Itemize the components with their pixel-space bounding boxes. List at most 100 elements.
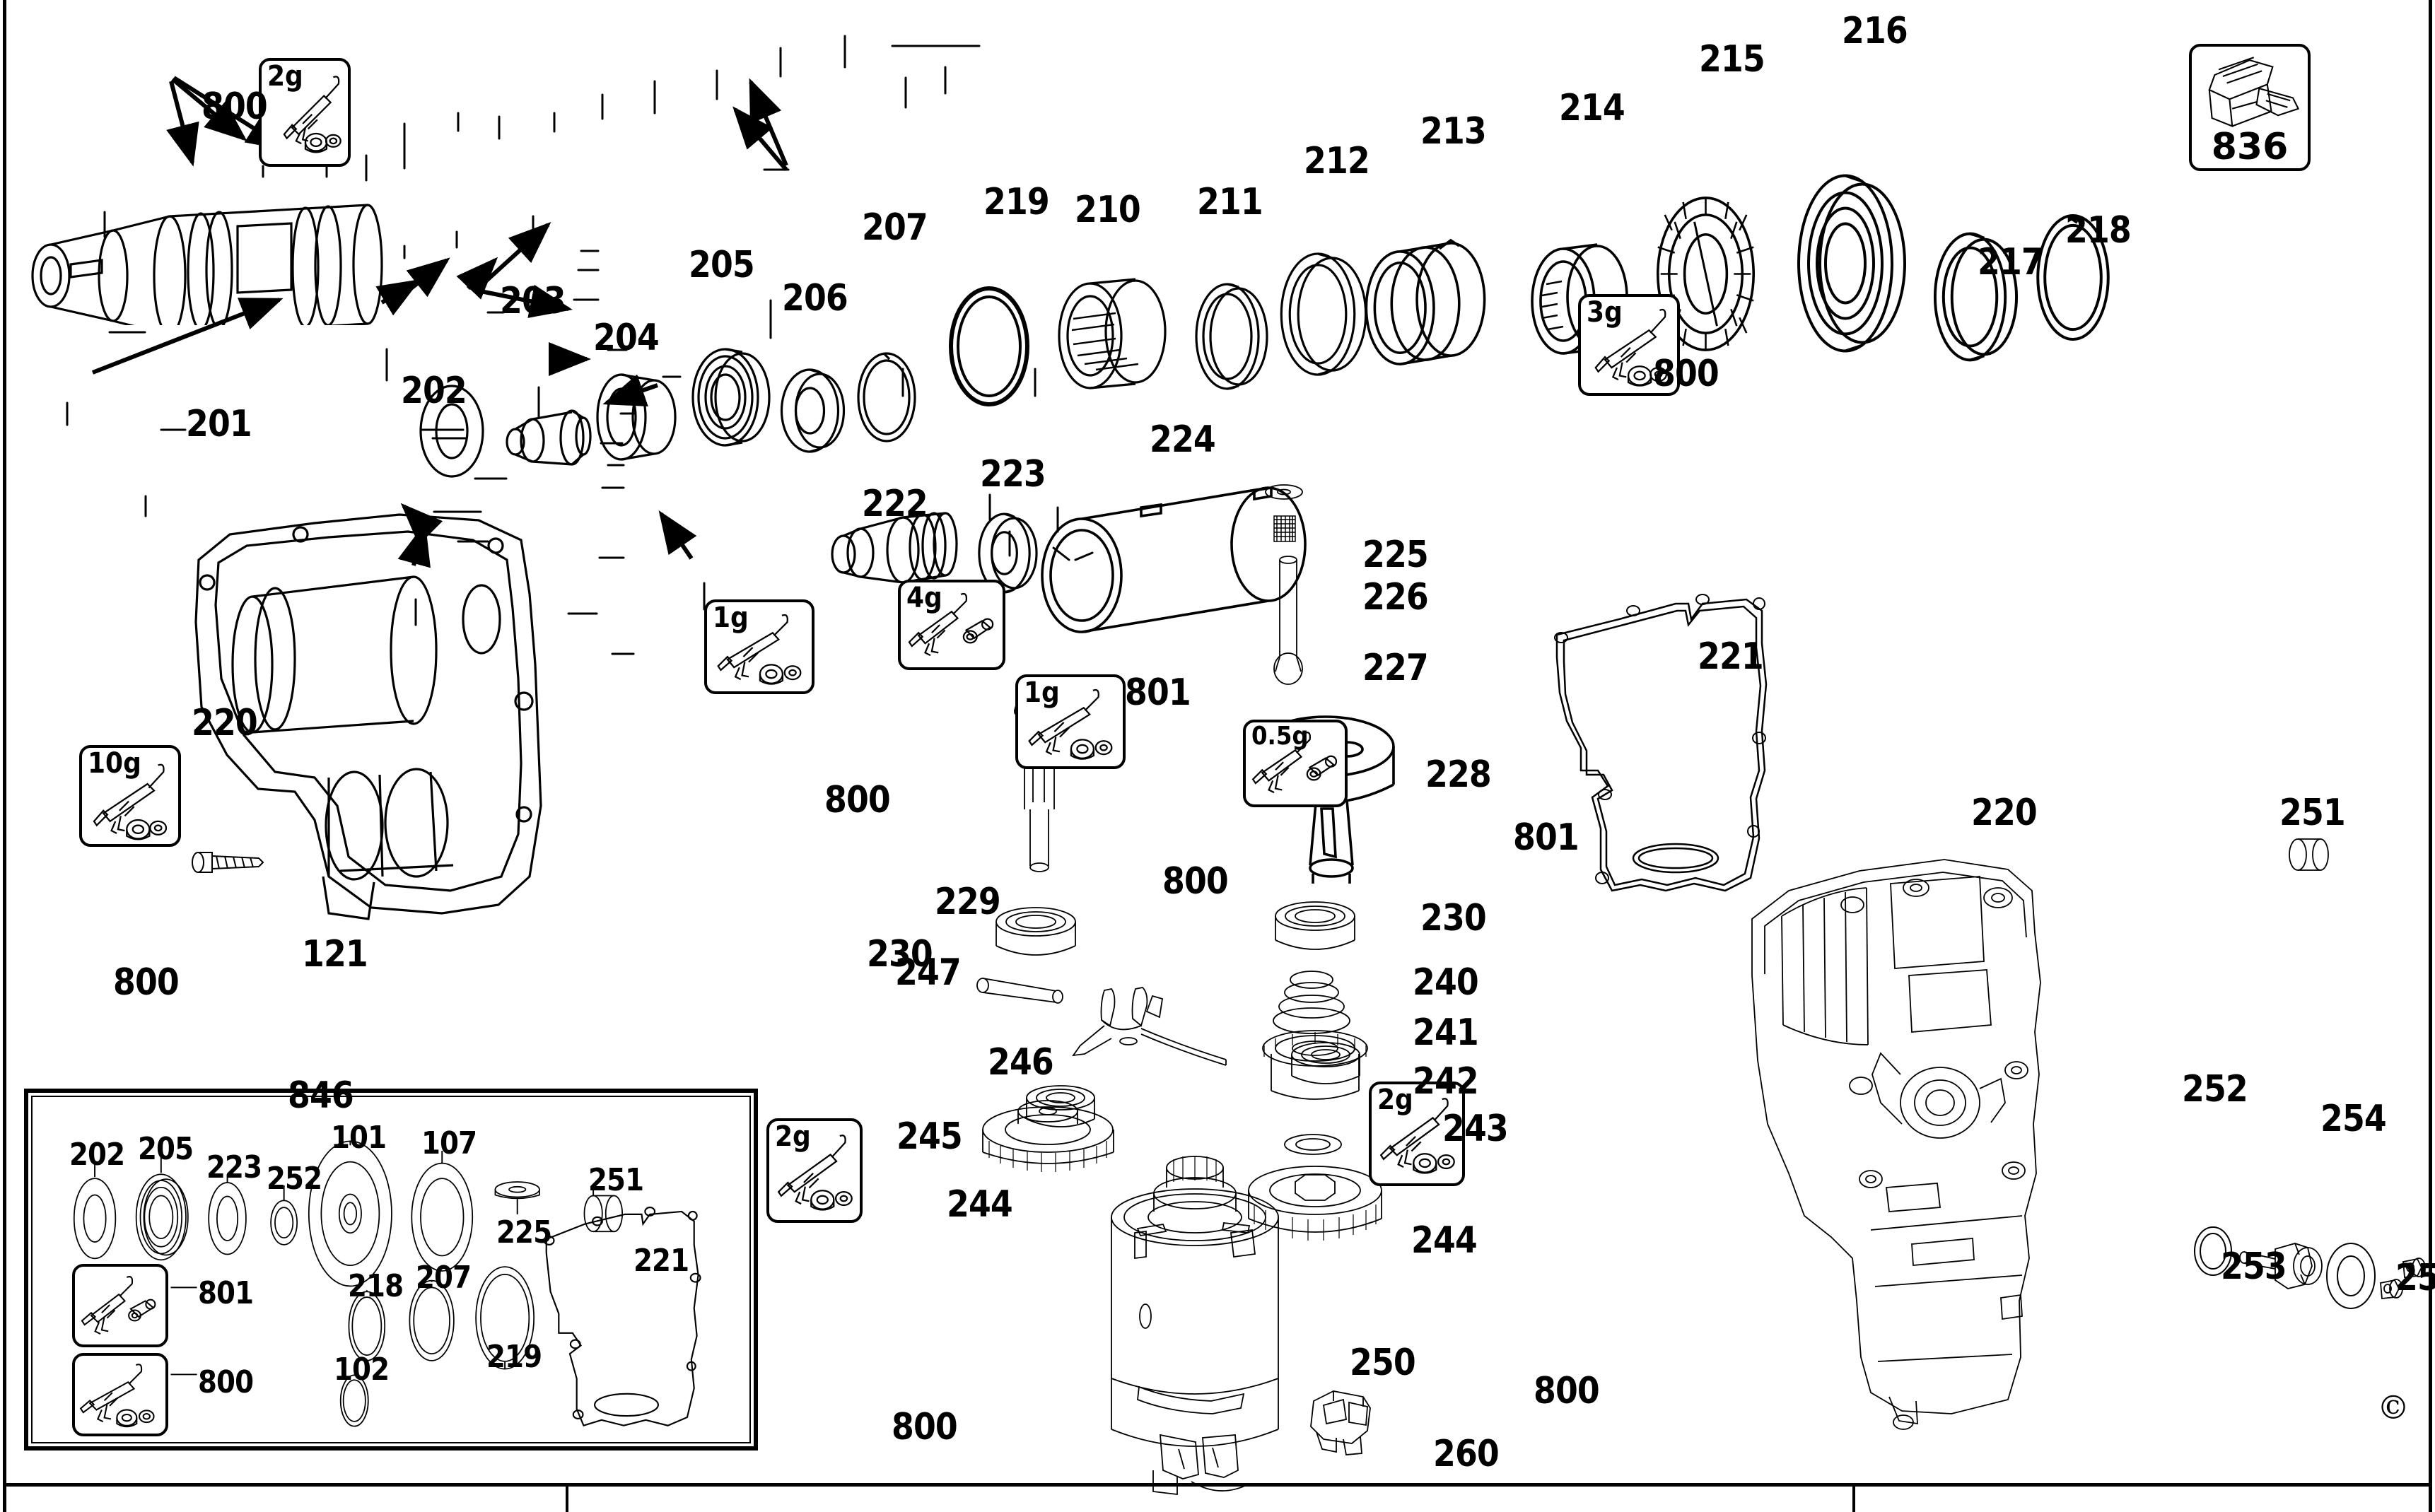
grease-amount-label: 3g xyxy=(1587,296,1623,329)
callout-243: 243 xyxy=(1442,1108,1509,1150)
callout-218: 218 xyxy=(2065,209,2132,252)
callout-220-left: 220 xyxy=(192,702,258,744)
part-201-spindle xyxy=(28,191,424,325)
callout-213: 213 xyxy=(1420,110,1487,153)
grease-gun-icon xyxy=(717,614,802,685)
callout-230-left: 230 xyxy=(867,933,933,975)
callout-255: 255 xyxy=(2395,1257,2435,1299)
grease-box-1g-center-b: 1g xyxy=(1015,674,1126,769)
callout-204: 204 xyxy=(593,317,660,359)
part-211-ring xyxy=(1188,276,1273,396)
callout-800-1g-b: 800 xyxy=(1162,860,1229,903)
callout-224: 224 xyxy=(1150,418,1216,461)
part-247-pin xyxy=(974,975,1066,1004)
grease-box-2g-bottom-right: 2g xyxy=(1369,1082,1465,1186)
callout-800-2g-left: 800 xyxy=(892,1406,958,1448)
part-202-washer xyxy=(414,382,491,481)
part-240-coil-spring xyxy=(1269,968,1354,1036)
grease-amount-label: 2g xyxy=(267,60,303,93)
inset-label-101: 101 xyxy=(331,1120,387,1156)
part-216-ball-bearing xyxy=(1789,170,1909,357)
callout-800-2g-right: 800 xyxy=(1534,1370,1600,1412)
part-252-o-ring-right xyxy=(2188,1223,2238,1279)
callout-226: 226 xyxy=(1362,576,1429,619)
grease-gun-icon xyxy=(1594,308,1668,387)
part-218-snap-ring xyxy=(2029,209,2121,346)
part-217-ring xyxy=(1927,226,2022,368)
inset-label-221: 221 xyxy=(633,1243,689,1279)
callout-244-left: 244 xyxy=(947,1183,1013,1226)
inset-grease-box-800 xyxy=(72,1353,168,1436)
grease-gun-icon xyxy=(283,76,341,153)
callout-215: 215 xyxy=(1699,38,1765,81)
part-221-gasket-right xyxy=(1513,558,1824,968)
part-213-clutch-spring xyxy=(1357,226,1499,378)
footer-rule xyxy=(3,1483,2432,1487)
grease-box-1g-center-a: 1g xyxy=(704,599,814,694)
inset-label-107: 107 xyxy=(421,1125,477,1161)
part-255-screws xyxy=(2372,1255,2435,1318)
grease-box-2g-top-left: 2g xyxy=(259,58,351,167)
part-246-shift-yoke xyxy=(1068,986,1280,1078)
inset-label-801: 801 xyxy=(198,1275,254,1311)
callout-244-right: 244 xyxy=(1411,1219,1478,1262)
oil-gun-icon xyxy=(81,1276,156,1335)
inset-box-846: 202 205 223 252 101 107 225 251 801 218 … xyxy=(24,1089,758,1451)
grease-amount-label: 2g xyxy=(775,1120,811,1153)
part-220-gearcase-left xyxy=(117,452,605,926)
part-205-seal xyxy=(686,345,771,451)
callout-260: 260 xyxy=(1433,1433,1500,1475)
inset-label-207: 207 xyxy=(416,1260,472,1296)
part-226-spring xyxy=(1268,510,1301,546)
grease-gun-icon xyxy=(79,1364,155,1428)
callout-201: 201 xyxy=(186,403,252,445)
inset-oil-box-801 xyxy=(72,1264,168,1347)
inset-label-218: 218 xyxy=(348,1268,404,1304)
callout-801-4g: 801 xyxy=(1125,672,1191,714)
callout-205: 205 xyxy=(689,244,755,286)
oil-box-4g-center: 4g xyxy=(898,580,1005,670)
part-210-needle-bearing xyxy=(1053,265,1167,399)
callout-254: 254 xyxy=(2320,1098,2387,1140)
callout-216: 216 xyxy=(1842,10,1908,52)
part-206-washer xyxy=(774,364,848,456)
grease-amount-label: 1g xyxy=(1024,676,1060,709)
part-260-brush-holder xyxy=(1302,1384,1387,1462)
callout-212: 212 xyxy=(1304,140,1370,182)
inset-label-202: 202 xyxy=(69,1137,125,1173)
grease-amount-label: 10g xyxy=(88,747,141,780)
callout-228: 228 xyxy=(1425,754,1492,796)
callout-229: 229 xyxy=(935,881,1001,923)
callout-846: 846 xyxy=(288,1074,354,1117)
inset-leaders xyxy=(94,1141,595,1376)
inset-label-800: 800 xyxy=(198,1364,254,1400)
part-250-motor xyxy=(1092,1138,1297,1499)
callout-203: 203 xyxy=(500,280,566,322)
grease-box-3g-top-right: 3g xyxy=(1578,294,1680,396)
inset-label-251: 251 xyxy=(588,1162,644,1198)
part-251-bushing-right xyxy=(2282,831,2339,880)
callout-217: 217 xyxy=(1978,241,2044,283)
callout-221-right: 221 xyxy=(1698,635,1764,678)
callout-253: 253 xyxy=(2221,1246,2287,1288)
grease-box-2g-bottom-left: 2g xyxy=(766,1118,863,1223)
chisel-set-icon xyxy=(2208,57,2300,128)
part-220-housing-right xyxy=(1739,792,2135,1442)
callout-241: 241 xyxy=(1413,1012,1479,1054)
grease-gun-icon xyxy=(777,1135,853,1211)
callout-223: 223 xyxy=(980,453,1046,496)
part-227-piston-rod xyxy=(1270,550,1312,691)
callout-225: 225 xyxy=(1362,534,1429,576)
callout-202: 202 xyxy=(401,370,467,412)
inset-label-102: 102 xyxy=(334,1352,390,1388)
grease-amount-label: 1g xyxy=(713,602,749,634)
callout-251-right: 251 xyxy=(2279,792,2346,834)
inset-label-223: 223 xyxy=(206,1149,262,1185)
callout-801-05g: 801 xyxy=(1513,816,1579,859)
part-230-bearing-right xyxy=(1269,899,1361,963)
grease-amount-label: 2g xyxy=(1377,1084,1413,1116)
footer-divider-2 xyxy=(566,1487,568,1512)
inset-846-artwork xyxy=(73,1140,701,1427)
callout-219: 219 xyxy=(983,181,1050,223)
